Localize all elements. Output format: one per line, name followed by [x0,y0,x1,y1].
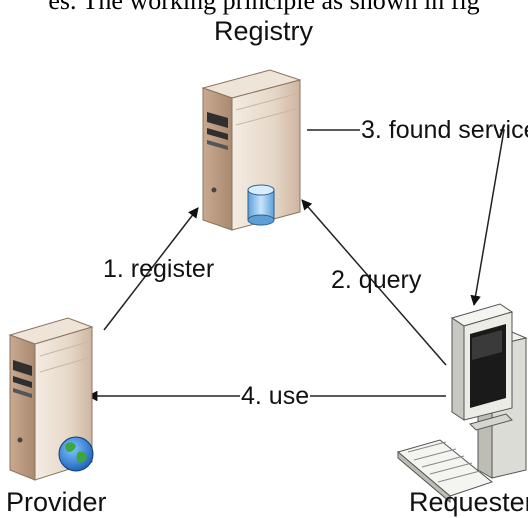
database-icon [247,184,275,226]
edge-found-services [307,129,505,307]
keyboard-icon [396,439,494,504]
provider-label: Provider [6,487,107,517]
requester-computer-icon [396,303,528,504]
edge-register [103,207,199,331]
requester-label: Requester [409,487,528,517]
globe-icon [58,436,94,472]
edge-query [301,199,447,366]
edge-label-query: 2. query [331,266,422,294]
caption-text: es. The working principle as shown in fi… [48,0,480,15]
provider-server-icon [8,317,94,481]
registry-label: Registry [214,16,314,46]
edge-label-register: 1. register [103,255,215,283]
registry-server-icon [201,69,302,231]
edge-label-use: 4. use [241,382,310,410]
edge-label-found-services: 3. found services [361,116,528,144]
